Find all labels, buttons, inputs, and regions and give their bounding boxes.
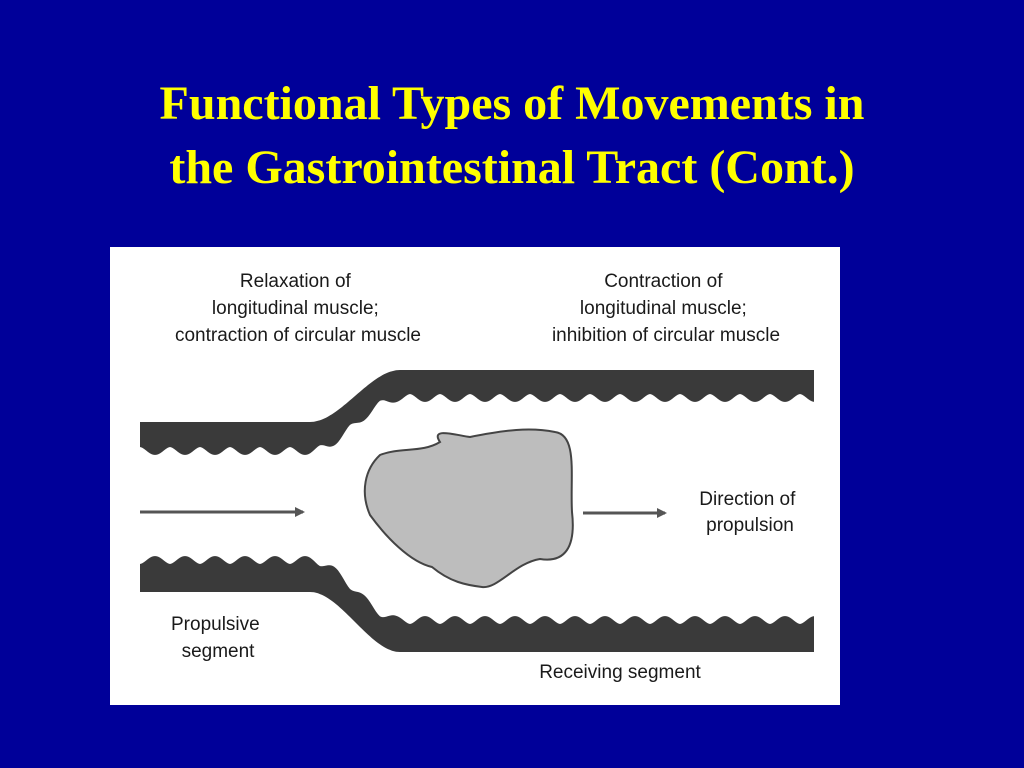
lower-intestinal-wall [140,556,814,652]
slide-title-line-1: Functional Types of Movements in [159,77,865,130]
slide-title: Functional Types of Movements in the Gas… [0,72,1024,200]
figure-panel: Relaxation of longitudinal muscle; contr… [110,247,840,705]
slide-title-line-2: the Gastrointestinal Tract (Cont.) [169,141,855,194]
relaxation-label: Relaxation of longitudinal muscle; contr… [175,271,421,346]
propulsive-segment-label: Propulsive segment [171,614,265,662]
food-bolus [363,428,574,589]
peristalsis-diagram: Relaxation of longitudinal muscle; contr… [140,271,814,683]
direction-label: Direction of propulsion [699,489,800,536]
contraction-label: Contraction of longitudinal muscle; inhi… [552,271,780,346]
upper-intestinal-wall [140,370,814,455]
receiving-segment-label: Receiving segment [539,662,701,683]
